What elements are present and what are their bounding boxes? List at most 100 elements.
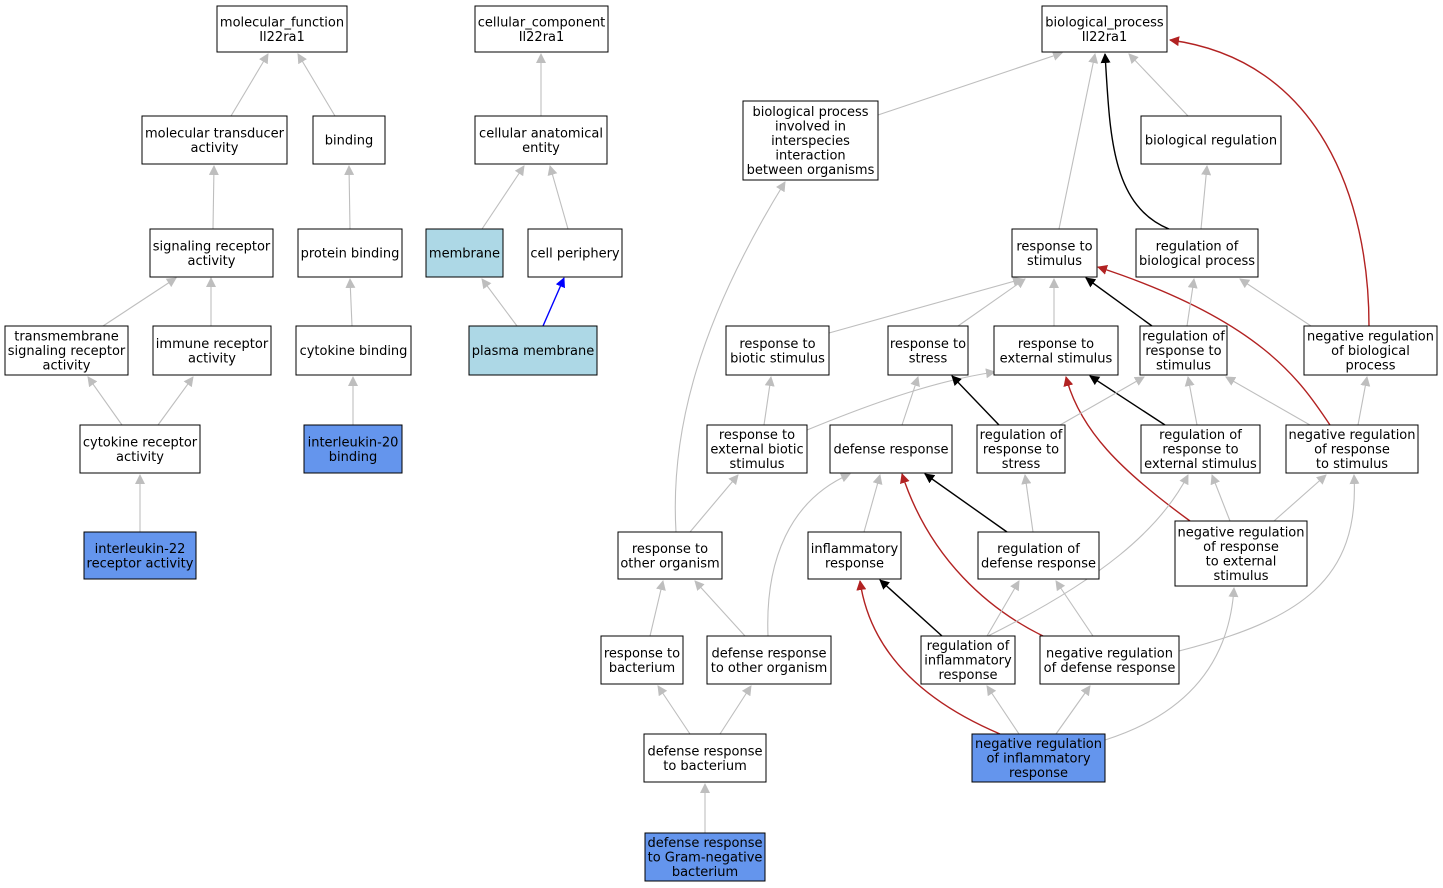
go-term-label-line: stress <box>909 351 948 366</box>
go-term-node-mem[interactable]: membrane <box>425 228 504 278</box>
edge-regulates-rrstr-to-rstr <box>951 375 1000 426</box>
go-term-box <box>887 325 969 376</box>
go-term-label-line: response <box>938 668 997 683</box>
edge-is-a-bind-to-mf <box>297 53 336 117</box>
go-term-node-cb[interactable]: cytokine binding <box>295 325 412 376</box>
go-term-node-breg[interactable]: biological regulation <box>1140 115 1282 165</box>
go-term-label-line: response to <box>739 337 815 352</box>
go-term-box <box>1041 5 1168 53</box>
go-term-node-dr[interactable]: defense response <box>829 424 953 474</box>
go-term-label-line: activity <box>116 450 164 465</box>
go-term-node-cp[interactable]: cell periphery <box>527 228 623 278</box>
go-term-label-line: defense response <box>647 836 762 851</box>
edge-regulates-rdr-to-dr <box>924 473 1008 533</box>
go-term-node-pm[interactable]: plasma membrane <box>468 325 598 376</box>
edge-is-a-rir-to-rres <box>987 474 1189 637</box>
go-term-label-line: to other organism <box>711 661 828 676</box>
go-term-label-line: stimulus <box>1027 254 1082 269</box>
go-term-label-line: activity <box>188 351 236 366</box>
go-term-node-bind[interactable]: binding <box>312 115 386 165</box>
go-term-label-line: stimulus <box>1156 359 1211 374</box>
edge-is-a-rdr-to-rrstr <box>1021 474 1034 533</box>
edge-negatively-regulates-nrrs-to-rts <box>1097 265 1331 426</box>
edge-is-a-nrres-to-nrrs <box>1273 474 1327 522</box>
go-term-label-line: bacterium <box>609 661 675 676</box>
go-term-label-line: negative regulation <box>1288 428 1415 443</box>
go-term-label-line: bacterium <box>672 865 738 880</box>
edge-is-a-nrdr-to-rdr <box>1055 580 1094 637</box>
edge-is-a-cp-to-cae <box>547 165 569 230</box>
go-term-node-pb[interactable]: protein binding <box>297 228 403 278</box>
edge-is-a-pb-to-bind <box>344 165 355 230</box>
go-term-label-line: cellular_component <box>478 15 606 30</box>
go-term-label-line: to stimulus <box>1316 457 1388 472</box>
go-term-label-line: negative regulation <box>1046 646 1173 661</box>
go-term-box <box>1039 635 1180 685</box>
go-term-label-line: response to <box>1016 239 1092 254</box>
edges-layer <box>87 36 1371 833</box>
edge-is-a-drb-to-droo <box>719 685 752 735</box>
go-term-box <box>468 325 598 376</box>
go-term-box <box>971 733 1106 783</box>
edge-regulates-rrs-to-rts <box>1085 277 1153 327</box>
edge-is-a-rts-to-bp <box>1058 53 1099 230</box>
go-term-label-line: molecular transducer <box>145 126 285 141</box>
edge-is-a-droo-to-rtoo <box>694 580 746 637</box>
go-term-label-line: regulation of <box>1156 239 1239 254</box>
go-term-box <box>706 424 808 474</box>
go-term-label-line: regulation of <box>980 428 1063 443</box>
go-term-box <box>149 228 274 278</box>
go-term-label-line: response to <box>890 337 966 352</box>
go-term-label-line: molecular_function <box>220 15 344 30</box>
go-term-label-line: immune receptor <box>156 337 269 352</box>
go-term-box <box>977 531 1100 580</box>
go-term-label-line: signaling receptor <box>8 344 126 359</box>
edge-is-a-rtoo-to-rebs <box>689 474 739 533</box>
go-term-label-line: defense response <box>833 443 948 458</box>
edge-negatively-regulates-nrir-to-infl <box>856 580 1001 735</box>
go-term-label-line: stimulus <box>729 457 784 472</box>
edge-is-a-pm-to-mem <box>481 278 518 327</box>
go-term-label-line: activity <box>191 141 239 156</box>
go-term-label-line: of inflammatory <box>986 752 1090 767</box>
go-term-box <box>474 5 609 53</box>
go-term-label-line: response <box>825 556 884 571</box>
go-term-box <box>295 325 412 376</box>
edge-is-a-rbs-to-rts <box>828 276 1023 334</box>
